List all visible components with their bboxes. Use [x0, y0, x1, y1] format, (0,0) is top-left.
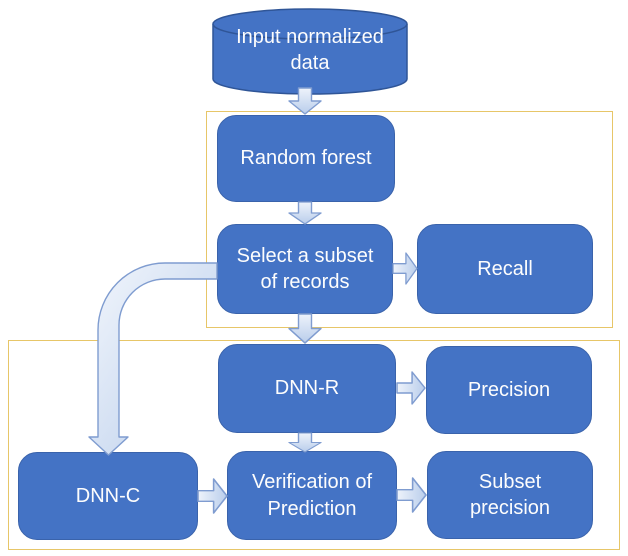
- arrow-select-to-recall: [392, 252, 418, 285]
- node-subset-precision: Subset precision: [427, 451, 593, 539]
- node-dnn-r-label: DNN-R: [274, 377, 340, 400]
- node-select-subset: Select a subset of records: [217, 224, 393, 314]
- node-input-data-line2: data: [290, 52, 330, 74]
- arrow-dnn-r-to-precision: [396, 371, 426, 405]
- node-subset-precision-line1: Subset: [478, 470, 542, 493]
- node-verification-line1: Verification of: [251, 471, 373, 494]
- group-random-forest-stage: [206, 111, 613, 328]
- node-subset-precision-line2: precision: [469, 497, 551, 519]
- node-dnn-r: DNN-R: [218, 344, 396, 433]
- node-recall: Recall: [417, 224, 593, 314]
- node-random-forest: Random forest: [217, 115, 395, 202]
- node-select-subset-line1: Select a subset: [236, 244, 374, 267]
- node-dnn-c: DNN-C: [18, 452, 198, 540]
- node-verification: Verification of Prediction: [227, 451, 397, 540]
- node-recall-label: Recall: [477, 257, 533, 280]
- arrow-select-to-dnn-c: [88, 262, 218, 456]
- arrow-select-to-dnn-r: [288, 313, 322, 344]
- node-input-data-line1: Input normalized: [236, 26, 384, 48]
- arrow-random-forest-to-select: [288, 201, 322, 225]
- arrow-dnn-c-to-verification: [197, 478, 228, 514]
- node-precision: Precision: [426, 346, 592, 434]
- node-random-forest-label: Random forest: [240, 147, 372, 170]
- database-cylinder-shape: [212, 8, 408, 95]
- node-input-data-label: Input normalized data: [212, 24, 408, 76]
- node-select-subset-line2: of records: [260, 271, 350, 293]
- arrow-dnn-r-to-verification: [288, 432, 322, 453]
- arrow-verification-to-subset-precision: [396, 477, 427, 513]
- group-dnn-stage: [8, 340, 620, 550]
- node-precision-label: Precision: [467, 378, 551, 401]
- arrow-input-to-random-forest: [288, 87, 322, 115]
- node-dnn-c-label: DNN-C: [75, 484, 141, 507]
- node-verification-line2: Prediction: [267, 497, 357, 520]
